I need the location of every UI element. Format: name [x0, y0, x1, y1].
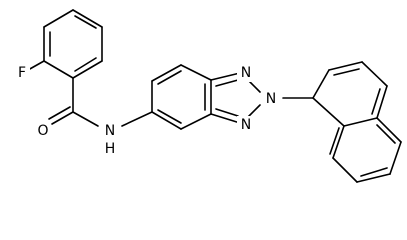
- bond: [72, 60, 103, 79]
- bond: [356, 173, 391, 183]
- bond: [332, 157, 358, 183]
- bond: [328, 61, 363, 71]
- label-bg: [35, 122, 51, 138]
- double-bond-inner: [333, 68, 360, 76]
- bond: [376, 117, 402, 143]
- label-bg: [14, 64, 30, 80]
- bond: [180, 113, 212, 130]
- bond: [210, 72, 241, 81]
- bond-n-ring: [121, 111, 153, 127]
- double-bond-inner: [157, 109, 182, 124]
- bond-c-f: [27, 60, 45, 71]
- double-bond-inner: [74, 15, 97, 29]
- bond-c-o-second: [48, 106, 71, 120]
- double-bond-inner: [215, 108, 239, 117]
- bond: [72, 9, 103, 28]
- amide-hydrogen-label: H: [105, 141, 116, 157]
- fluorobenzene-ring: [43, 9, 103, 79]
- double-bond-inner: [74, 57, 97, 72]
- bond: [43, 9, 74, 28]
- triazole-n3-label: N: [241, 117, 251, 133]
- triazole-n2-label: N: [266, 91, 276, 107]
- bond: [151, 64, 182, 82]
- double-bond-inner: [157, 70, 182, 85]
- benzo-ring: [151, 64, 212, 130]
- double-bond-inner: [371, 88, 381, 115]
- bond: [312, 69, 330, 99]
- double-bond-inner: [215, 79, 239, 87]
- double-bond-inner: [329, 127, 340, 155]
- triazole-n1-label: N: [241, 65, 251, 81]
- bond: [43, 60, 74, 79]
- bond: [361, 61, 388, 87]
- label-bg: [100, 122, 120, 138]
- label-bg: [237, 64, 255, 82]
- label-bg: [262, 90, 280, 108]
- bond: [151, 111, 182, 130]
- bond: [180, 64, 212, 81]
- fluorine-label: F: [18, 65, 26, 81]
- naphthalene-lower-ring: [329, 117, 402, 183]
- oxygen-label: O: [37, 123, 48, 139]
- naphthalene-upper-ring: [312, 61, 388, 127]
- bond: [247, 104, 261, 118]
- bond: [312, 97, 345, 127]
- label-bg: [237, 116, 255, 134]
- bond: [389, 141, 402, 175]
- structure-canvas: F O N H N N N: [14, 9, 402, 183]
- double-bond-inner: [360, 167, 388, 177]
- bond-c-n: [72, 111, 99, 127]
- label-bg: [102, 139, 118, 157]
- bond: [332, 125, 345, 159]
- bond: [210, 113, 241, 124]
- bond: [343, 117, 378, 127]
- bond-c-o: [51, 111, 74, 125]
- amide-nitrogen-label: N: [105, 123, 115, 139]
- molecule-drawing: F O N H N N N: [14, 9, 402, 183]
- double-bond-inner: [376, 124, 396, 144]
- atom-labels: F O N H N N N: [14, 64, 280, 157]
- bond: [376, 85, 388, 119]
